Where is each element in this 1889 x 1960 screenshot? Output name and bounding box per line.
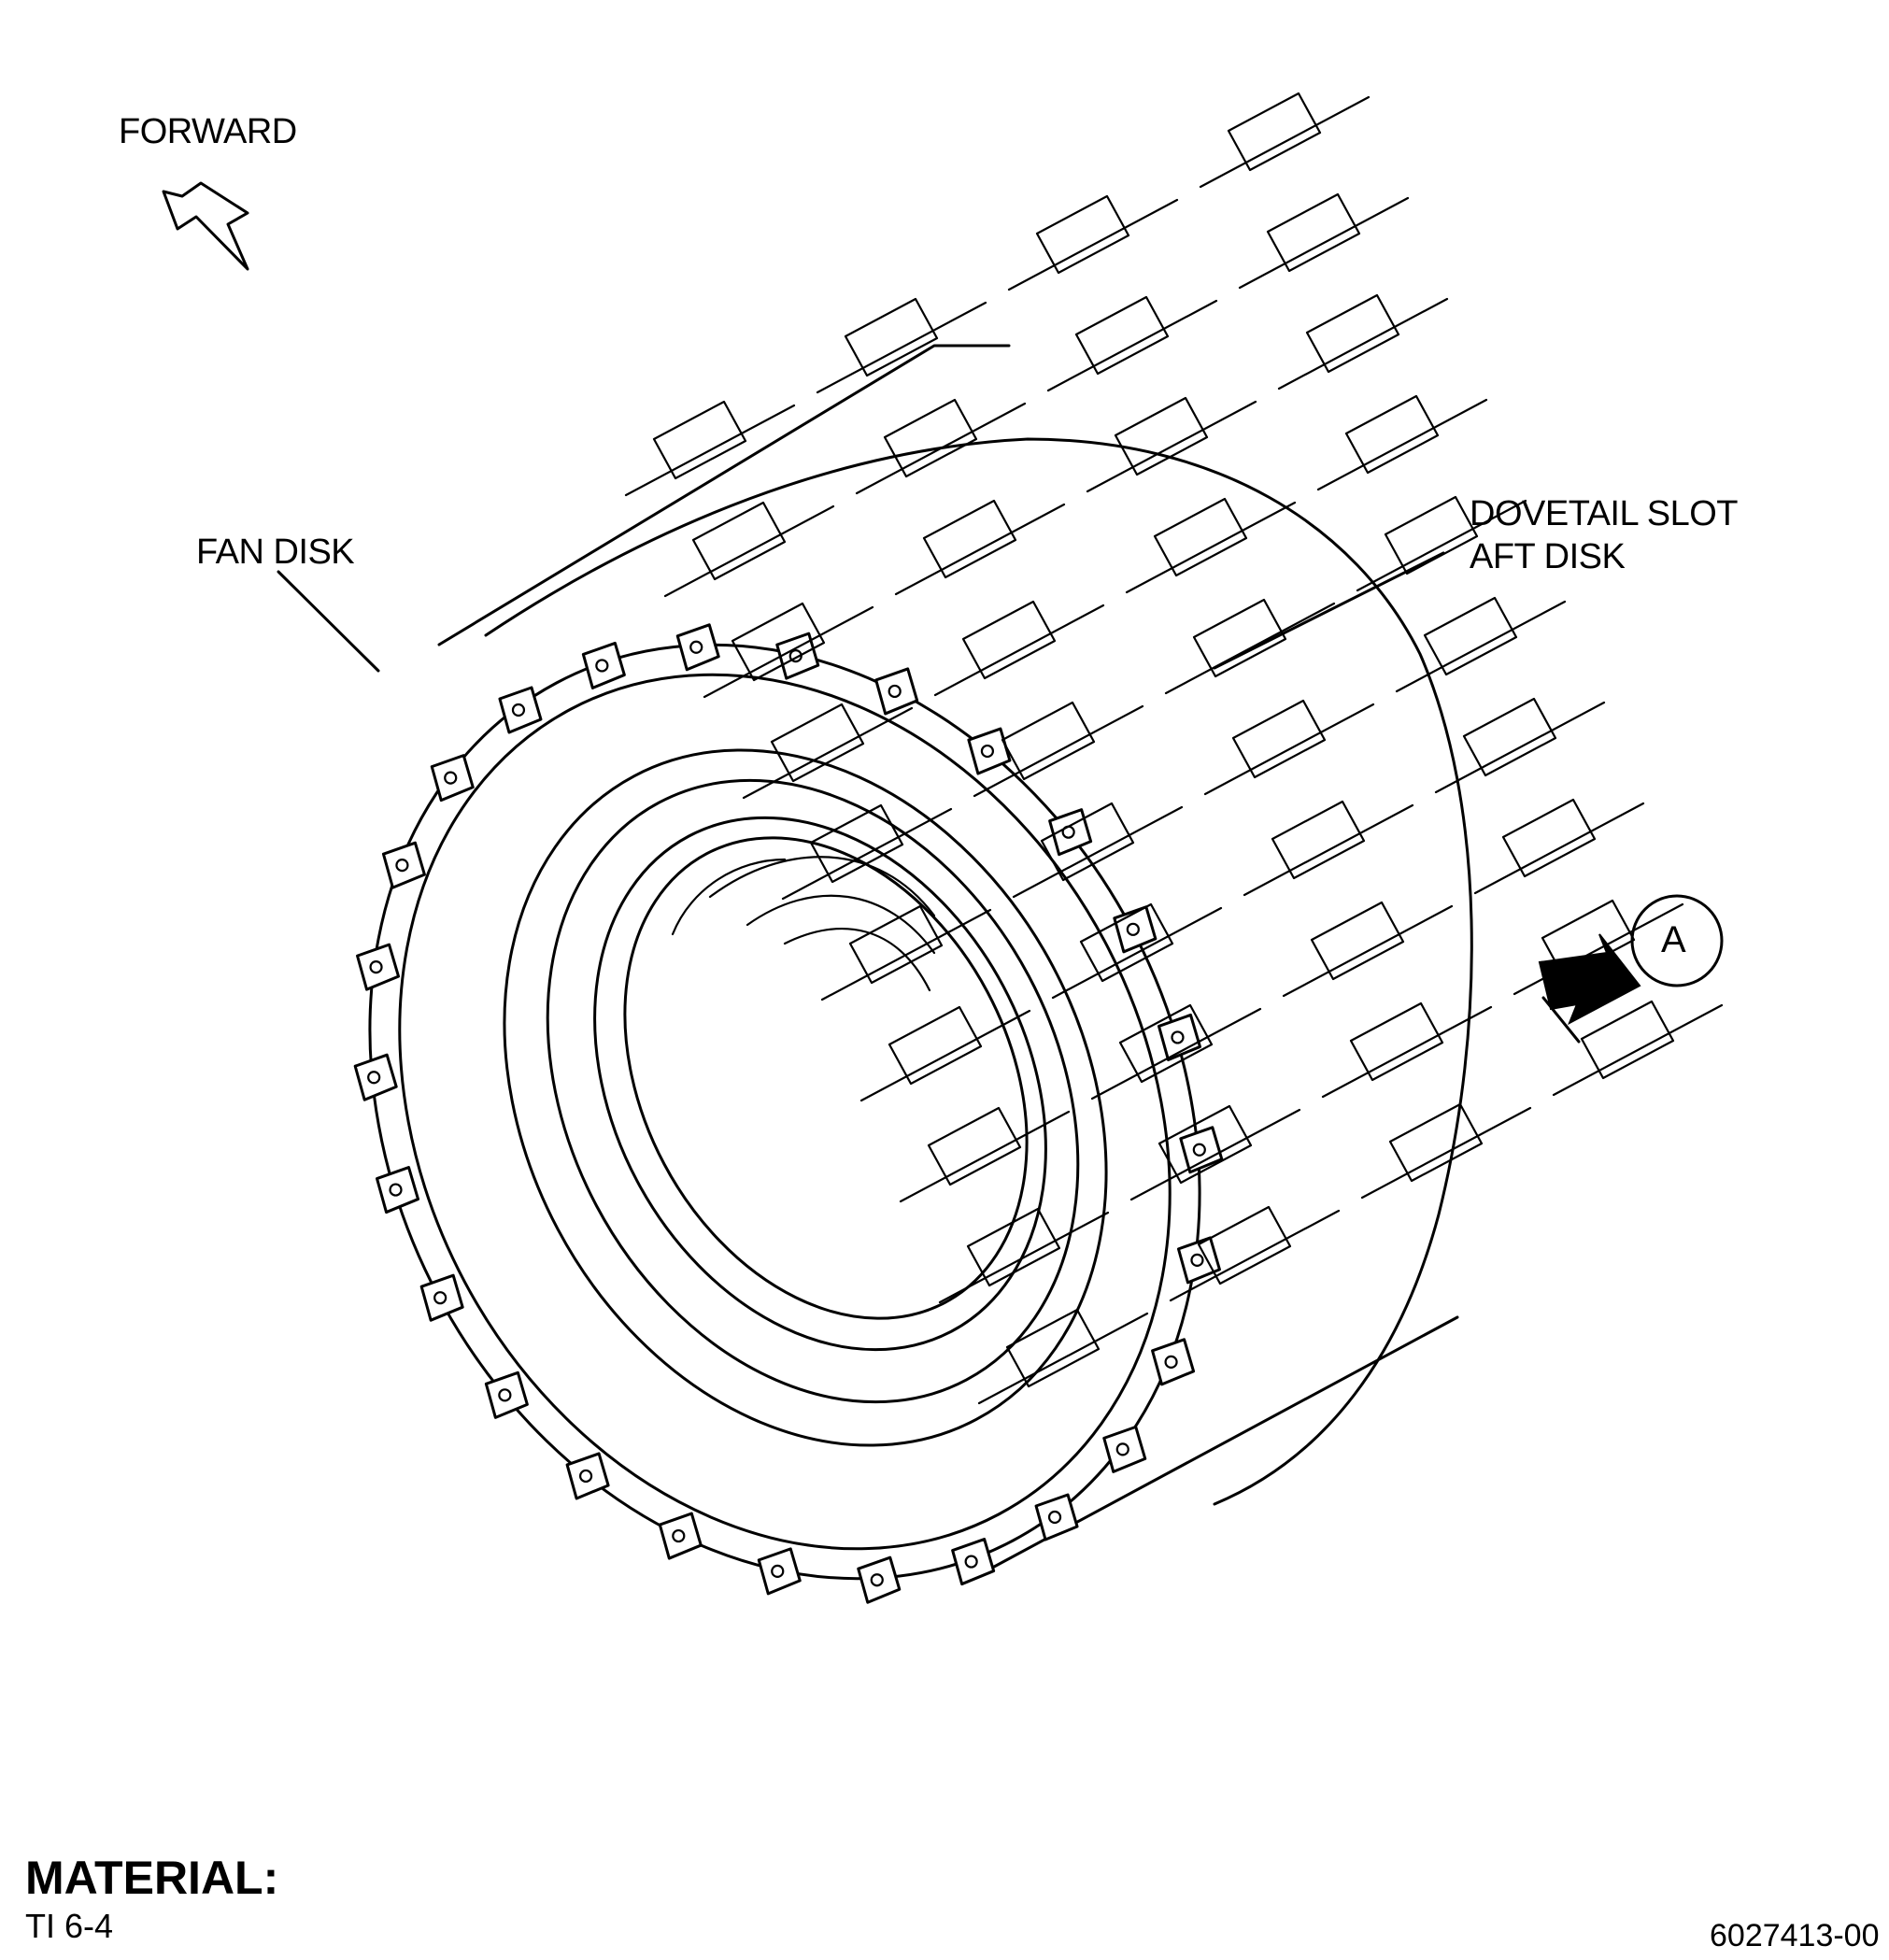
dovetail-slot [1007, 194, 1179, 291]
dovetail-slot [742, 703, 914, 800]
rim-lug [381, 841, 426, 889]
material-value: TI 6-4 [25, 1907, 114, 1945]
rim-lug [658, 1512, 703, 1560]
dovetail-slot [938, 1207, 1110, 1304]
dovetail-slot [859, 1005, 1031, 1102]
rim-lug [1151, 1338, 1196, 1386]
dovetail-slot-label: DOVETAIL SLOT [1470, 494, 1739, 533]
rim-lug [419, 1273, 464, 1322]
dovetail-slot [816, 297, 987, 394]
rim-lug [951, 1538, 996, 1586]
dovetail-slot [1164, 598, 1336, 695]
rim-lug [874, 667, 919, 716]
dovetail-slot [855, 398, 1027, 495]
fan-disk-label: FAN DISK [196, 533, 355, 572]
rim-lug [1102, 1425, 1147, 1473]
dovetail-slot [663, 501, 835, 598]
dovetail-slot [820, 904, 992, 1001]
dovetail-slot [781, 803, 953, 901]
dovetail-slot [894, 499, 1066, 596]
dovetail-leader-line [1213, 551, 1445, 670]
rim-lug [353, 1053, 398, 1101]
dovetail-slot [624, 400, 796, 497]
dovetail-slot [1199, 92, 1371, 189]
dovetail-slot [1243, 800, 1414, 897]
dovetail-slot [899, 1106, 1071, 1203]
dovetail-slot [977, 1308, 1149, 1405]
dovetail-slot [1203, 699, 1375, 796]
rim-lug [1176, 1236, 1221, 1285]
dovetail-slot [1125, 497, 1297, 594]
rim-lug [967, 727, 1012, 775]
dovetail-slots [624, 92, 1724, 1405]
rim-lug [675, 623, 720, 672]
dovetail-slot [1277, 293, 1449, 391]
dovetail-slot [1434, 697, 1606, 794]
view-a-arrow-icon [1538, 933, 1641, 1044]
dovetail-slot [933, 600, 1105, 697]
dovetail-slot [1046, 295, 1218, 392]
dovetail-slot [1282, 901, 1454, 998]
dovetail-slot [1473, 798, 1645, 895]
rim-lug [581, 641, 626, 689]
view-a-letter: A [1661, 919, 1686, 960]
dovetail-slot [1086, 396, 1257, 493]
dovetail-slot [703, 602, 874, 699]
document-number: 6027413-00 [1710, 1918, 1880, 1953]
rim-lug [498, 686, 543, 734]
fan-disk-leader-line [277, 570, 380, 673]
dovetail-slot [1090, 1003, 1262, 1101]
dovetail-slot [1012, 802, 1184, 899]
dovetail-slot [973, 701, 1144, 798]
rim-lug [857, 1555, 902, 1604]
dovetail-slot [1395, 596, 1567, 693]
dovetail-slot [1552, 1000, 1724, 1097]
forward-arrow-icon [162, 181, 249, 271]
rim-lug [1157, 1013, 1201, 1061]
dovetail-slot [1360, 1102, 1532, 1200]
material-heading: MATERIAL: [25, 1852, 279, 1904]
rim-lug [1179, 1126, 1224, 1174]
view-a-circle [1630, 894, 1724, 987]
rim-lug [376, 1166, 420, 1214]
dovetail-slot [1316, 394, 1488, 491]
dovetail-slot [1051, 902, 1223, 1000]
aft-disk-label: AFT DISK [1470, 537, 1626, 576]
rim-lug [484, 1371, 529, 1419]
rim-lug [430, 754, 475, 802]
dovetail-slot [1129, 1104, 1301, 1201]
rim-lug [565, 1452, 610, 1500]
rim-lug [356, 943, 401, 991]
dovetail-slot [1321, 1001, 1493, 1099]
dovetail-slot [1238, 192, 1410, 290]
rim-lug [757, 1547, 802, 1596]
rim-lug [1034, 1493, 1079, 1541]
dovetail-slot [1169, 1205, 1341, 1302]
dovetail-slot [1356, 495, 1527, 592]
forward-label: FORWARD [119, 112, 297, 151]
